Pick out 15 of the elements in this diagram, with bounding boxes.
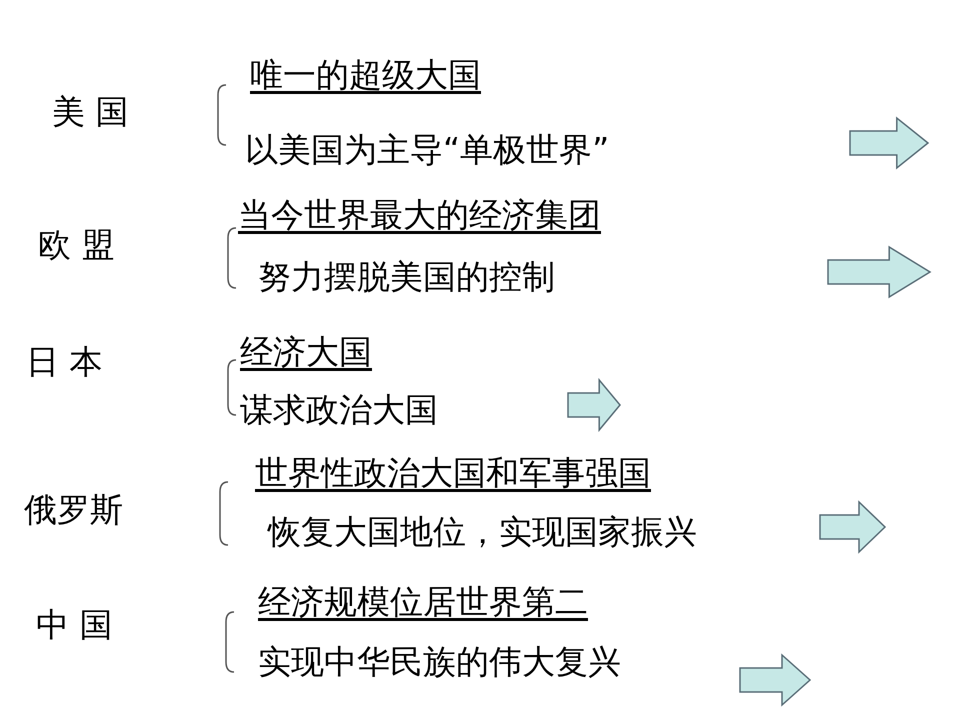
description-text: 经济大国 xyxy=(240,332,372,372)
description-text: 世界性政治大国和军事强国 xyxy=(255,453,651,493)
description-text: 以美国为主导“单极世界” xyxy=(245,130,610,170)
country-label: 中 国 xyxy=(36,605,112,645)
description-text: 恢复大国地位，实现国家振兴 xyxy=(268,512,697,552)
description-text: 唯一的超级大国 xyxy=(250,55,481,95)
description-text: 努力摆脱美国的控制 xyxy=(258,257,555,297)
description-text: 经济规模位居世界第二 xyxy=(258,582,588,622)
description-text: 实现中华民族的伟大复兴 xyxy=(258,642,621,682)
country-label: 俄罗斯 xyxy=(24,490,123,530)
country-label: 日 本 xyxy=(26,342,102,382)
country-label: 欧 盟 xyxy=(38,225,114,265)
description-text: 谋求政治大国 xyxy=(240,390,438,430)
country-label: 美 国 xyxy=(52,92,128,132)
description-text: 当今世界最大的经济集团 xyxy=(238,195,601,235)
